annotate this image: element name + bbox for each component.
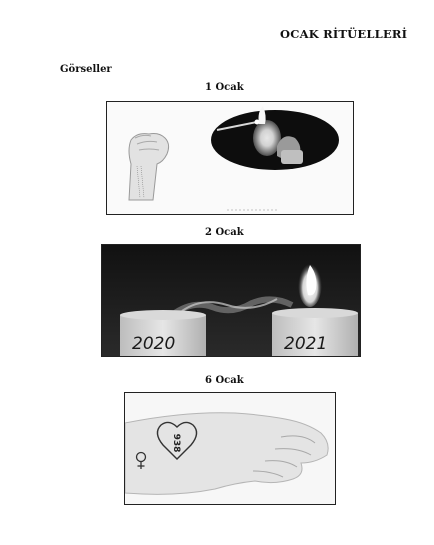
- figure-caption-1: 1 Ocak: [205, 82, 244, 93]
- fist-and-candle-photo: [106, 101, 354, 215]
- document-title: OCAK RİTÜELLERİ: [280, 27, 408, 41]
- candle-2020: 2020: [120, 310, 206, 356]
- tattoo-number: 938: [171, 434, 181, 453]
- candle-flame-icon: [211, 106, 339, 170]
- female-symbol-icon: [135, 451, 147, 469]
- figure-caption-3: 6 Ocak: [205, 375, 244, 386]
- section-label: Görseller: [60, 64, 112, 75]
- wrist-tattoo-photo: 938: [124, 392, 336, 505]
- figure-caption-2: 2 Ocak: [205, 227, 244, 238]
- heart-tattoo-icon: 938: [156, 421, 198, 460]
- raised-fist-icon: [128, 133, 170, 201]
- candle-2021: 2021: [272, 259, 358, 356]
- candle-right-label: 2021: [284, 334, 327, 354]
- candles-photo: 2020 2021: [101, 244, 361, 357]
- candle-left-label: 2020: [132, 334, 175, 354]
